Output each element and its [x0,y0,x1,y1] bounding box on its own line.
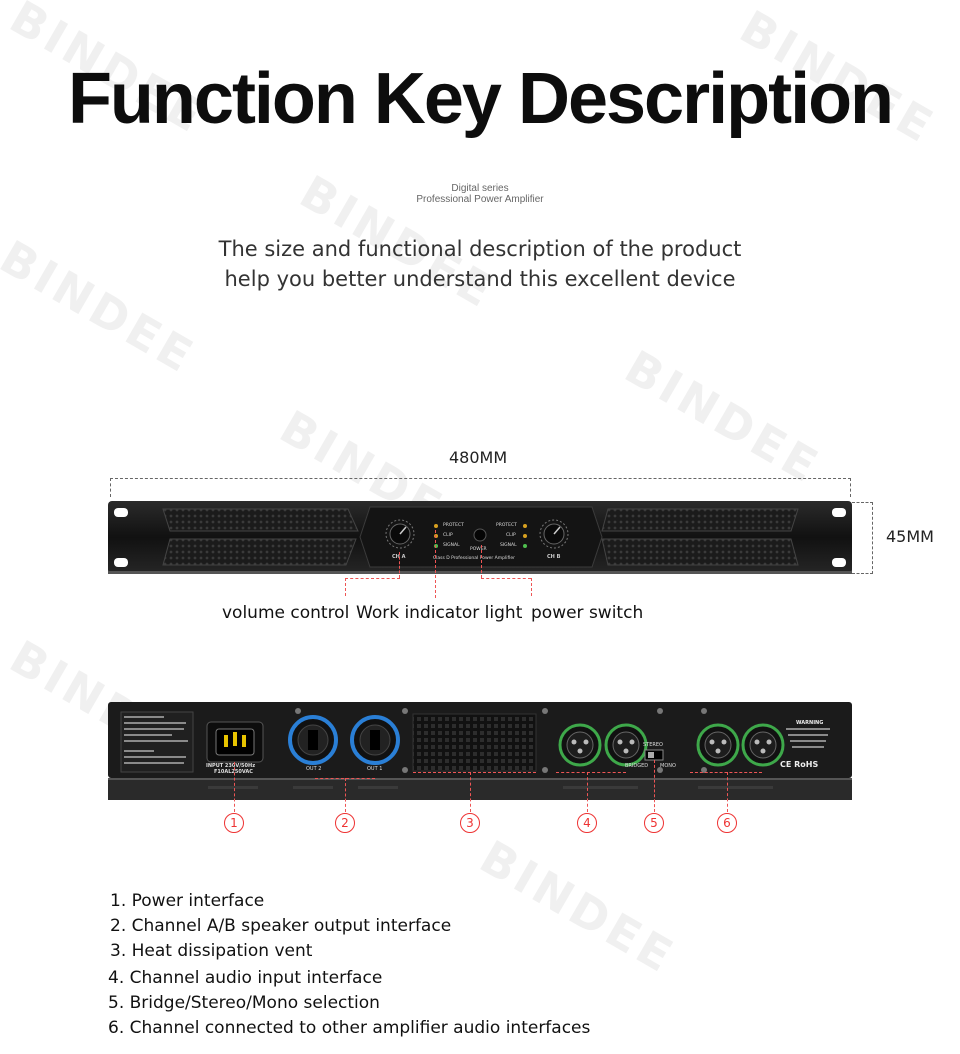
list-item: 1. Power interface [110,891,265,911]
leader-indicator [435,530,436,598]
out2-label: OUT 2 [306,766,322,772]
list-item: 3. Heat dissipation vent [110,941,313,961]
knob-label-ch-a: CH A [392,554,406,560]
label-volume-control: volume control [222,603,350,623]
subtitle-line-1: The size and functional description of t… [218,237,742,261]
leader-volume-h [345,578,400,579]
leader-volume-down [345,578,346,596]
leader-6 [727,772,728,812]
indicator-signal-b: SIGNAL [500,543,517,548]
leader-volume [399,552,400,578]
power-input-rating-2: F10AL250VAC [214,769,253,775]
leader-2 [345,778,346,812]
front-panel: CH A CH B PROTECT CLIP SIGNAL PROTECT CL… [108,501,852,574]
leader-power [481,545,482,578]
leader-5 [654,760,655,812]
series-tag: Digital series [451,183,509,194]
label-power-switch: power switch [531,603,644,623]
subtitle-line-2: help you better understand this excellen… [224,267,736,291]
leader-4 [587,772,588,812]
indicator-clip-a: CLIP [443,533,453,538]
warning-label: WARNING [796,720,824,726]
height-dimension-label: 45MM [886,527,934,546]
callout-6: 6 [717,813,737,833]
power-input-rating-1: INPUT 230V/50Hz [206,763,256,769]
out1-label: OUT 1 [367,766,383,772]
callout-3: 3 [460,813,480,833]
leader-3-h [413,772,536,773]
list-item: 4. Channel audio input interface [108,968,383,988]
label-work-indicator-light: Work indicator light [356,603,523,623]
callout-1: 1 [224,813,244,833]
leader-6-h [690,772,762,773]
leader-power-down [531,578,532,596]
front-panel-graphic [108,501,852,574]
leader-2-h [315,778,375,779]
callout-2: 2 [335,813,355,833]
callout-5: 5 [644,813,664,833]
bridged-label: BRIDGED [625,763,649,769]
watermark: BINDEE [470,829,685,985]
height-dimension-line [852,502,873,574]
leader-4-h [556,772,626,773]
leader-3 [470,772,471,812]
stereo-label: STEREO [643,742,663,748]
power-label: POWER [470,547,487,552]
indicator-protect-a: PROTECT [443,523,464,528]
ce-rohs-mark: CE RoHS [780,760,819,769]
watermark: BINDEE [615,339,830,495]
list-item: 2. Channel A/B speaker output interface [110,916,452,936]
callout-4: 4 [577,813,597,833]
list-item: 6. Channel connected to other amplifier … [108,1018,591,1038]
page-title: Function Key Description [67,59,894,139]
indicator-clip-b: CLIP [506,533,516,538]
list-item: 5. Bridge/Stereo/Mono selection [108,993,380,1013]
width-dimension-line [110,478,851,497]
leader-power-h [481,578,531,579]
indicator-signal-a: SIGNAL [443,543,460,548]
rear-panel: INPUT 230V/50Hz F10AL250VAC OUT 2 OUT 1 … [108,702,852,800]
width-dimension-label: 480MM [449,448,508,467]
mono-label: MONO [660,763,676,769]
indicator-protect-b: PROTECT [496,523,517,528]
product-tag: Professional Power Amplifier [416,194,544,205]
knob-label-ch-b: CH B [547,554,561,560]
leader-1 [234,762,235,812]
model-text: Class D Professional Power Amplifier [433,556,515,561]
rear-panel-graphic [108,702,852,800]
